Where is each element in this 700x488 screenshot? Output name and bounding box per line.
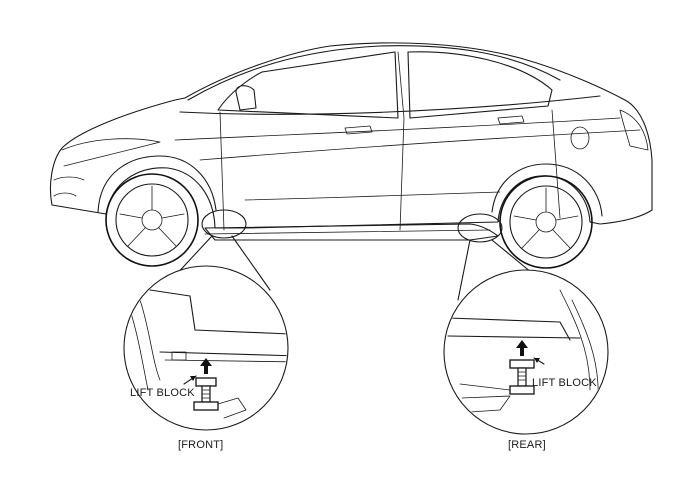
rear-detail-view bbox=[443, 269, 609, 435]
rear-lift-block-label: LIFT BLOCK bbox=[532, 377, 597, 389]
rear-label-arrowhead bbox=[534, 358, 540, 363]
rear-callout-leader-left bbox=[457, 239, 471, 301]
front-callout-leader-right bbox=[231, 235, 271, 291]
front-lift-block-label: LIFT BLOCK bbox=[130, 387, 195, 399]
rear-caption: [REAR] bbox=[508, 439, 546, 451]
front-lift-point-marker bbox=[201, 209, 247, 239]
front-caption: [FRONT] bbox=[178, 439, 223, 451]
car-illustration bbox=[49, 42, 653, 269]
rear-lift-point-marker bbox=[457, 213, 503, 243]
front-detail-view bbox=[123, 265, 289, 431]
front-label-arrowhead bbox=[190, 376, 196, 381]
